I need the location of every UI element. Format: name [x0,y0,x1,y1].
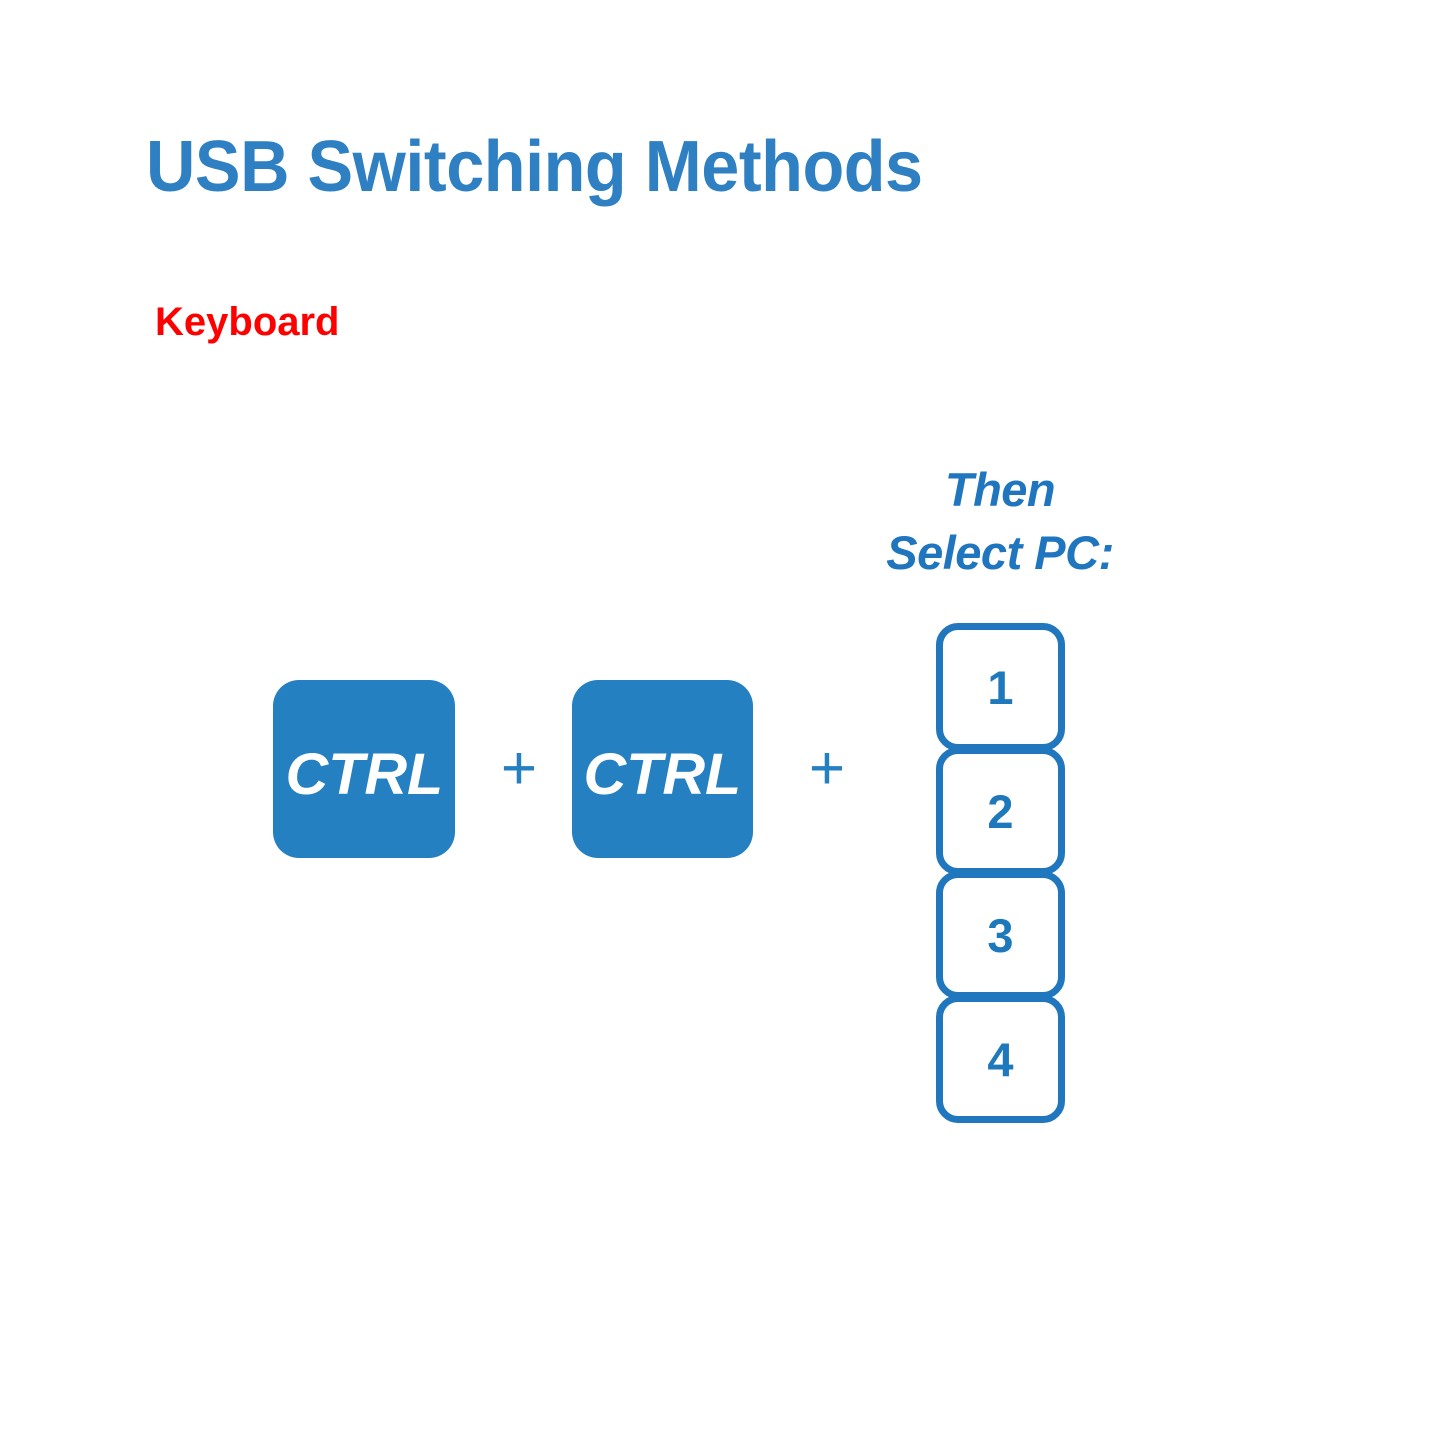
number-key-1-label: 1 [987,660,1014,714]
page-title: USB Switching Methods [146,127,923,207]
ctrl-key-first[interactable]: CTRL [273,680,455,858]
number-key-4[interactable]: 4 [936,995,1065,1123]
number-key-3[interactable]: 3 [936,871,1065,999]
ctrl-key-second-label: CTRL [583,742,742,807]
number-key-2[interactable]: 2 [936,747,1065,875]
select-pc-caption: Then Select PC: [840,458,1160,585]
number-key-stack: 1 2 3 4 [936,623,1065,1123]
number-key-3-label: 3 [987,908,1014,962]
ctrl-key-second[interactable]: CTRL [572,680,753,858]
number-key-1[interactable]: 1 [936,623,1065,751]
number-key-2-label: 2 [987,784,1014,838]
ctrl-key-first-label: CTRL [285,742,443,807]
number-key-4-label: 4 [987,1032,1014,1086]
caption-line-then: Then [944,463,1056,516]
plus-icon-2: + [808,734,846,803]
section-label-keyboard: Keyboard [155,300,340,344]
caption-line-select-pc: Select PC: [886,526,1114,580]
plus-icon-1: + [500,734,538,803]
